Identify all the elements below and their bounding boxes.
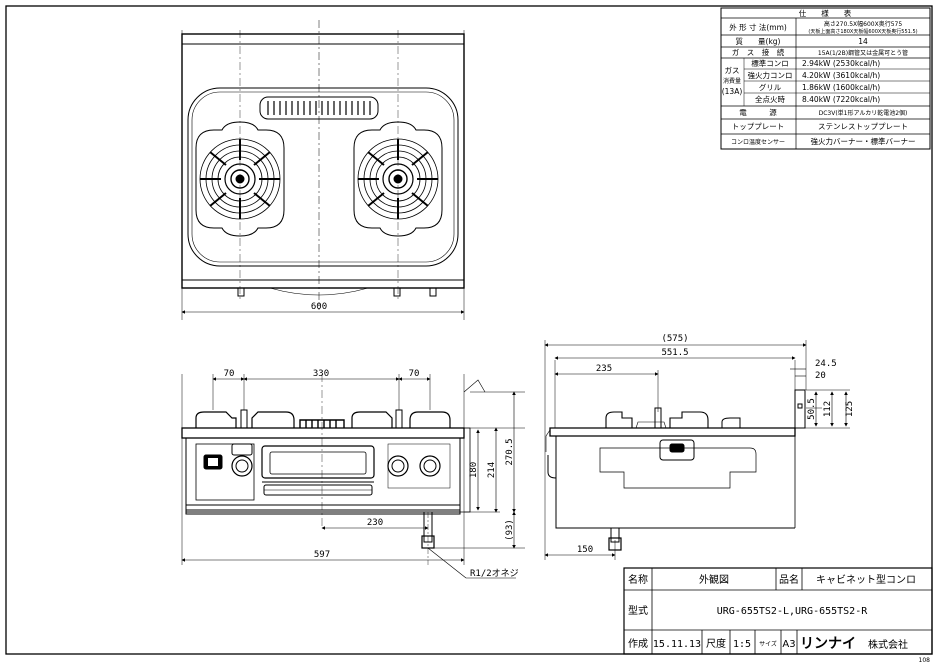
dim-side-235: 235 [596, 364, 612, 374]
company-suffix: 株式会社 [868, 638, 908, 651]
dim-front-597: 597 [314, 550, 330, 560]
front-view [181, 374, 525, 579]
dim-front-180: 180 [469, 462, 479, 478]
dim-side-112: 112 [823, 401, 833, 417]
drawing-number: 108 [919, 657, 931, 664]
dim-side-575: (575) [661, 334, 688, 344]
top-view [181, 20, 465, 320]
spec-row-label: 外 形 寸 法(mm) [729, 22, 787, 32]
gas-row-label: 全点火時 [755, 94, 785, 104]
gas-group-label: (13A) [722, 87, 743, 96]
side-view [544, 340, 850, 560]
dim-front-70-right: 70 [409, 369, 420, 379]
spec-row-label: 電 源 [739, 108, 777, 117]
title-product-value: キャビネット型コンロ [816, 573, 916, 586]
gas-group-label: 消費量 [723, 77, 741, 85]
spec-row-label: トッププレート [732, 122, 785, 131]
spec-row-label: ガ ス 接 続 [732, 47, 785, 57]
company-logo: リンナイ [800, 636, 856, 652]
gas-row-label: グリル [759, 82, 782, 92]
dim-front-214: 214 [487, 462, 497, 478]
gas-connection-callout: R1/2オネジ [470, 568, 519, 579]
title-scale-value: 1:5 [733, 639, 751, 650]
dim-side-125: 125 [845, 401, 855, 417]
spec-row-value: 14 [858, 37, 868, 46]
dim-front-93: (93) [505, 519, 515, 541]
spec-row-label: コンロ温度センサー [731, 138, 785, 146]
spec-row-value: DC3V(単1形アルカリ乾電池2個) [819, 109, 908, 117]
gas-row-value: 2.94kW (2530kcal/h) [802, 59, 880, 68]
dim-side-551-5: 551.5 [661, 348, 688, 358]
gas-row-value: 4.20kW (3610kcal/h) [802, 71, 880, 80]
dim-front-270-5: 270.5 [505, 438, 515, 465]
dim-side-150: 150 [577, 545, 593, 555]
title-size-value: A3 [782, 639, 795, 650]
spec-row-value: 15A(1/2B)鋼管又は金属可とう管 [818, 49, 908, 57]
dim-front-230: 230 [367, 518, 383, 528]
dim-top-width: 600 [311, 302, 327, 312]
gas-row-value: 8.40kW (7220kcal/h) [802, 95, 880, 104]
spec-row-value: 高さ270.5X幅600X奥行575 [824, 20, 902, 28]
title-name-label: 名称 [628, 573, 648, 586]
spec-table: 仕 様 表 外 形 寸 法(mm) 高さ270.5X幅600X奥行575 (天板… [720, 7, 931, 150]
title-model-value: URG-655TS2-L,URG-655TS2-R [717, 606, 868, 617]
spec-row-subvalue: (天板上面高さ180X天板幅600X天板奥行551.5) [808, 28, 917, 35]
gas-row-label: 強火力コンロ [748, 70, 793, 80]
title-scale-label: 尺度 [706, 637, 726, 650]
dim-side-50-5: 50.5 [807, 398, 817, 420]
gas-group-label: ガス [725, 65, 740, 75]
title-name-value: 外観図 [699, 573, 729, 586]
dim-side-24-5: 24.5 [815, 359, 837, 369]
title-author-label: 作成 [628, 638, 648, 650]
dim-front-330: 330 [313, 369, 329, 379]
dim-front-70-left: 70 [224, 369, 235, 379]
title-size-label: サイズ [759, 640, 777, 648]
title-date: 15.11.13 [653, 639, 701, 650]
gas-row-label: 標準コンロ [751, 58, 789, 68]
spec-row-value: ステンレストッププレート [818, 122, 908, 131]
spec-row-label: 質 量(kg) [736, 36, 781, 46]
title-product-label: 品名 [779, 573, 799, 586]
gas-row-value: 1.86kW (1600kcal/h) [802, 83, 880, 92]
spec-row-value: 強火力バーナー・標準バーナー [811, 136, 916, 146]
title-block [623, 567, 933, 655]
spec-table-header: 仕 様 表 [799, 8, 852, 18]
dim-side-20: 20 [815, 371, 826, 381]
title-model-label: 型式 [628, 604, 648, 617]
